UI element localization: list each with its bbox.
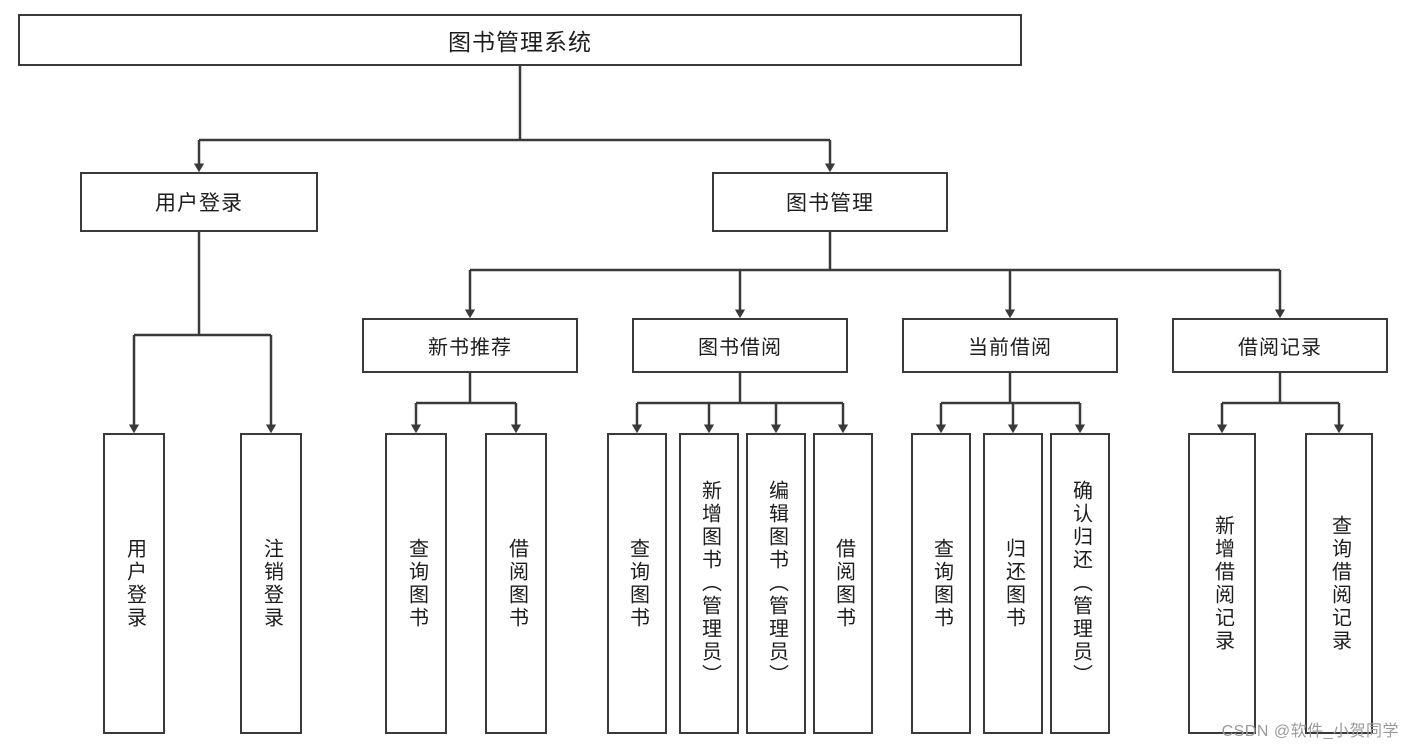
- leaf-edit-book-admin[interactable]: 编辑图书（管理员）: [746, 433, 806, 734]
- leaf-borrow-books-newbook[interactable]: 借阅图书: [485, 433, 547, 734]
- leaf-user-login[interactable]: 用户登录: [103, 433, 165, 734]
- leaf-query-books-borrow[interactable]: 查询图书: [607, 433, 667, 734]
- leaf-confirm-return-admin[interactable]: 确认归还（管理员）: [1050, 433, 1110, 734]
- node-book-management[interactable]: 图书管理: [712, 172, 948, 232]
- leaf-borrow-books[interactable]: 借阅图书: [813, 433, 873, 734]
- leaf-add-borrow-record[interactable]: 新增借阅记录: [1188, 433, 1256, 734]
- node-new-book-recommend[interactable]: 新书推荐: [362, 318, 578, 373]
- leaf-return-books[interactable]: 归还图书: [983, 433, 1043, 734]
- leaf-add-book-admin[interactable]: 新增图书（管理员）: [679, 433, 739, 734]
- leaf-query-books-current[interactable]: 查询图书: [911, 433, 971, 734]
- node-root[interactable]: 图书管理系统: [18, 14, 1022, 66]
- leaf-logout[interactable]: 注销登录: [240, 433, 302, 734]
- leaf-query-books-newbook[interactable]: 查询图书: [385, 433, 447, 734]
- leaf-query-borrow-record[interactable]: 查询借阅记录: [1305, 433, 1373, 734]
- node-borrow-record[interactable]: 借阅记录: [1172, 318, 1388, 373]
- watermark: CSDN @软件_小贺同学: [1221, 723, 1399, 740]
- node-user-login[interactable]: 用户登录: [80, 172, 318, 232]
- node-book-borrow[interactable]: 图书借阅: [632, 318, 848, 373]
- node-current-borrow[interactable]: 当前借阅: [902, 318, 1118, 373]
